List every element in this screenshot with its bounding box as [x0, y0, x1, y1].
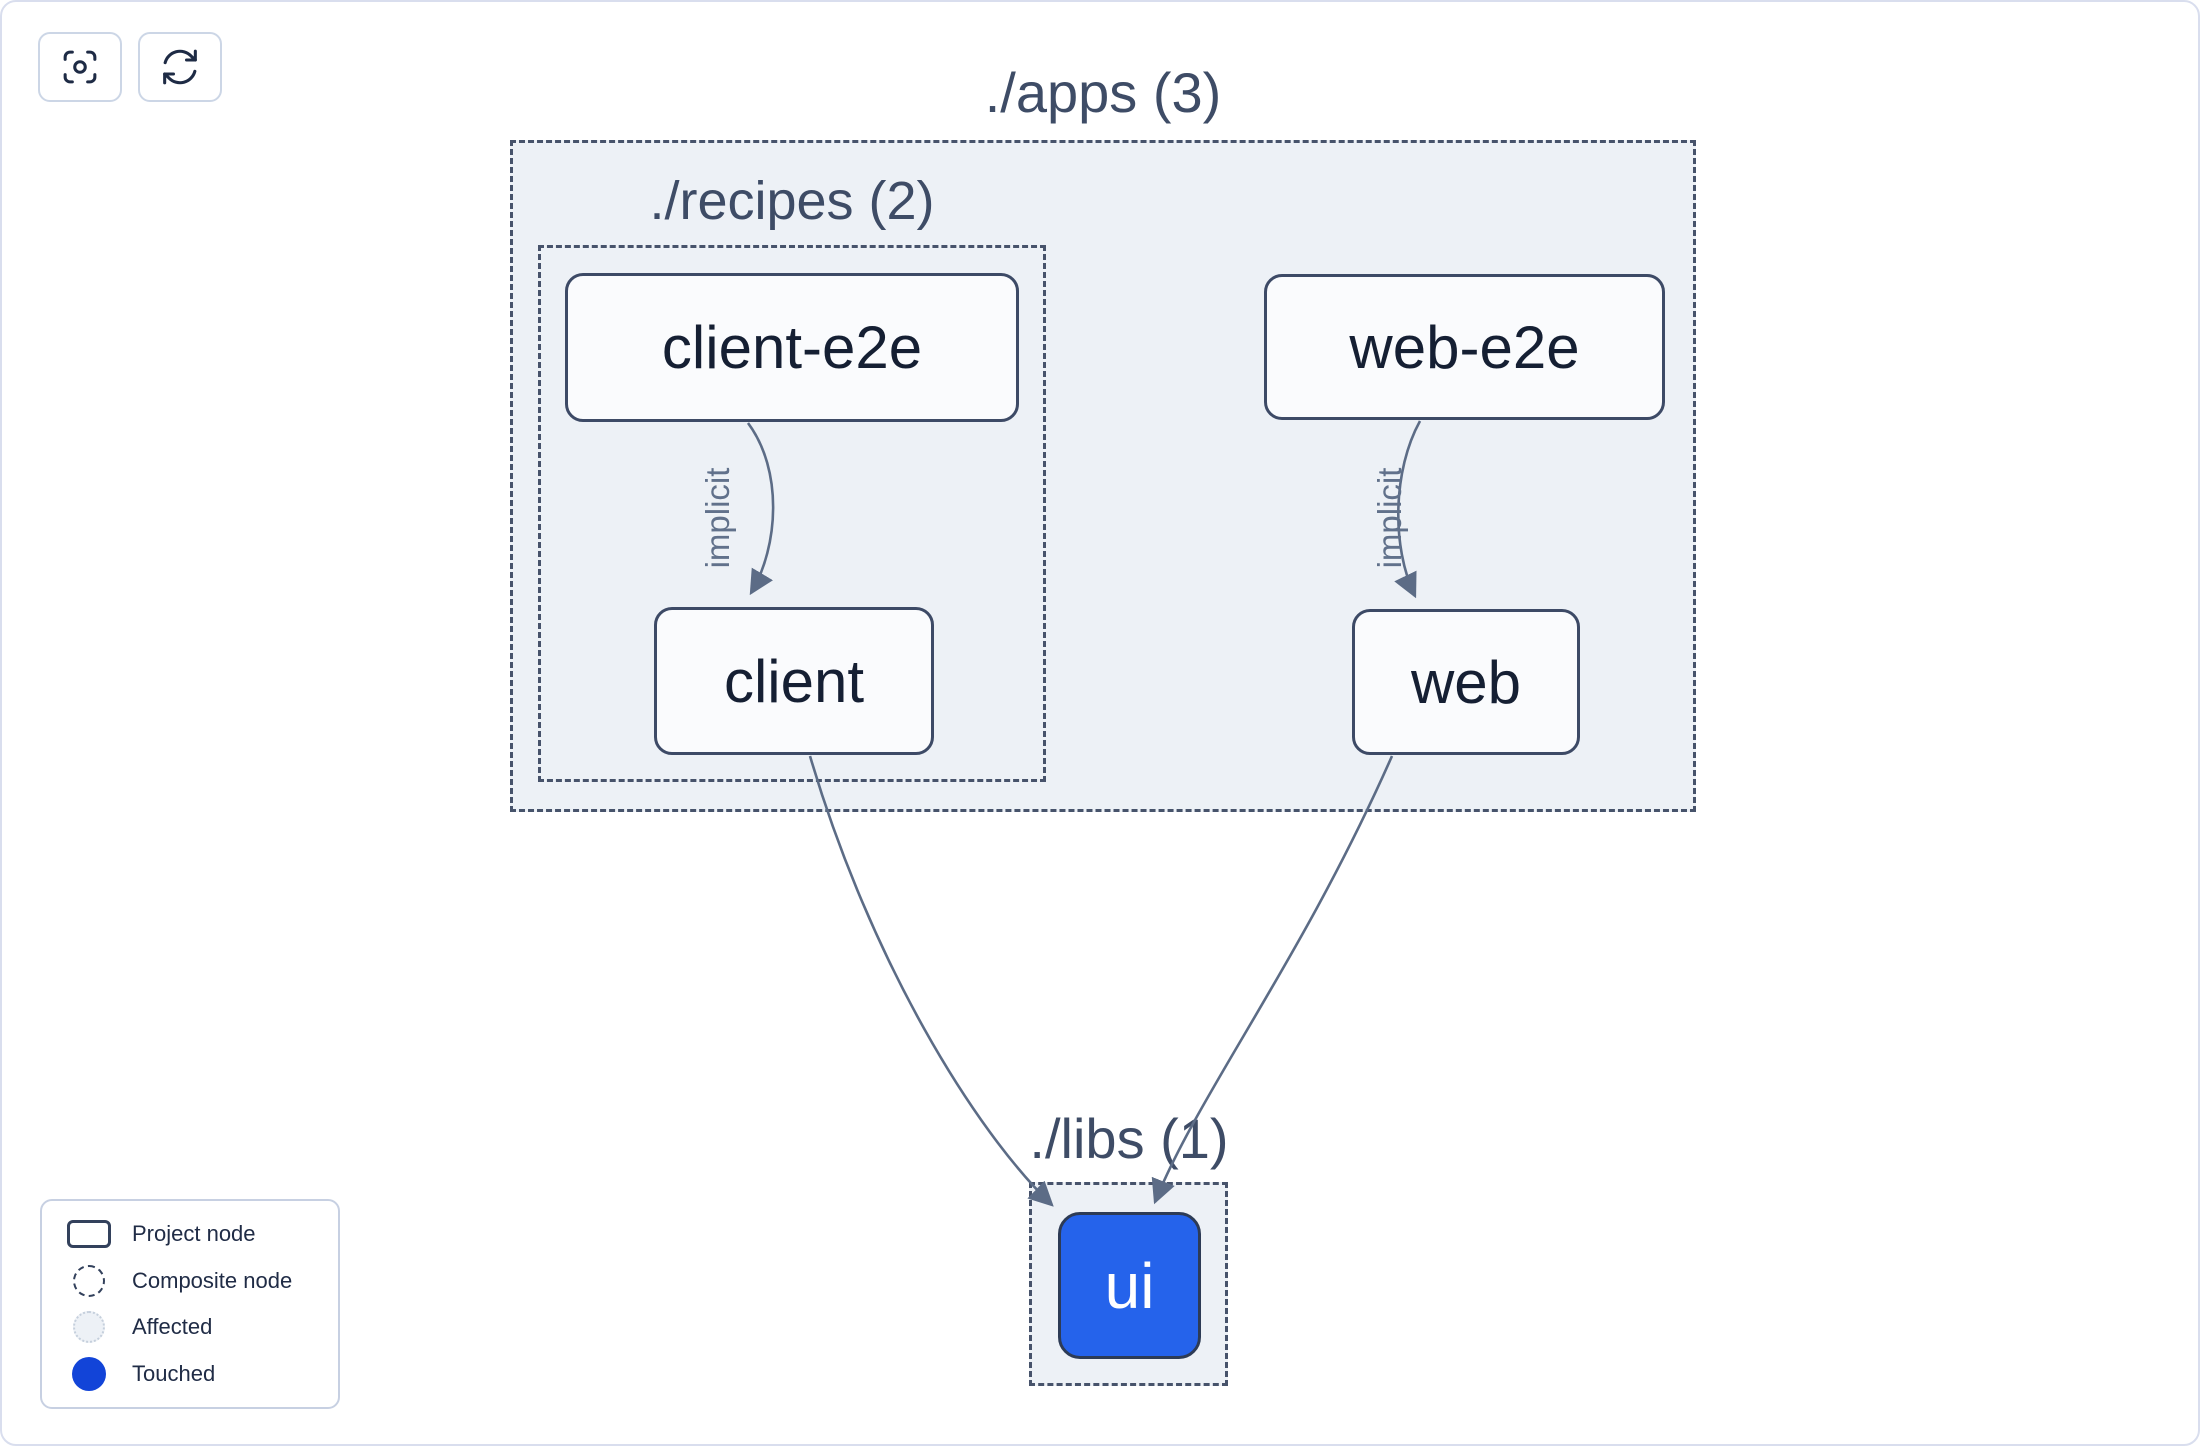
legend-item-affected: Affected [42, 1306, 338, 1348]
legend-panel: Project node Composite node Affected Tou… [40, 1199, 340, 1409]
edge-client-to-ui[interactable] [808, 755, 1054, 1207]
touched-swatch [72, 1356, 106, 1391]
node-web-e2e[interactable]: web-e2e [1264, 274, 1665, 420]
center-graph-button[interactable] [38, 32, 122, 102]
edge-client-e2e-to-client[interactable] [746, 422, 775, 596]
legend-label: Project node [132, 1221, 256, 1247]
legend-item-project-node: Project node [42, 1213, 338, 1255]
project-node-swatch [67, 1220, 111, 1249]
viewfinder-icon [63, 50, 97, 84]
affected-swatch [73, 1311, 105, 1344]
legend-item-composite-node: Composite node [42, 1260, 338, 1302]
composite-label-recipes: ./recipes (2) [649, 171, 935, 231]
legend-label: Composite node [132, 1267, 293, 1293]
legend-item-touched: Touched [42, 1353, 338, 1395]
refresh-graph-button[interactable] [138, 32, 222, 102]
legend-label: Touched [132, 1360, 216, 1386]
legend-label: Affected [132, 1314, 213, 1340]
composite-label-libs: ./libs (1) [1029, 1107, 1229, 1170]
node-client-e2e[interactable]: client-e2e [565, 273, 1019, 422]
node-ui[interactable]: ui [1058, 1212, 1201, 1359]
node-client[interactable]: client [654, 607, 934, 755]
composite-label-apps: ./apps (3) [984, 61, 1222, 124]
edge-web-e2e-to-web[interactable] [1394, 420, 1422, 599]
node-web[interactable]: web [1352, 609, 1580, 755]
refresh-icon [163, 49, 197, 85]
composite-node-swatch [73, 1264, 105, 1297]
edge-web-to-ui[interactable] [1151, 755, 1394, 1205]
